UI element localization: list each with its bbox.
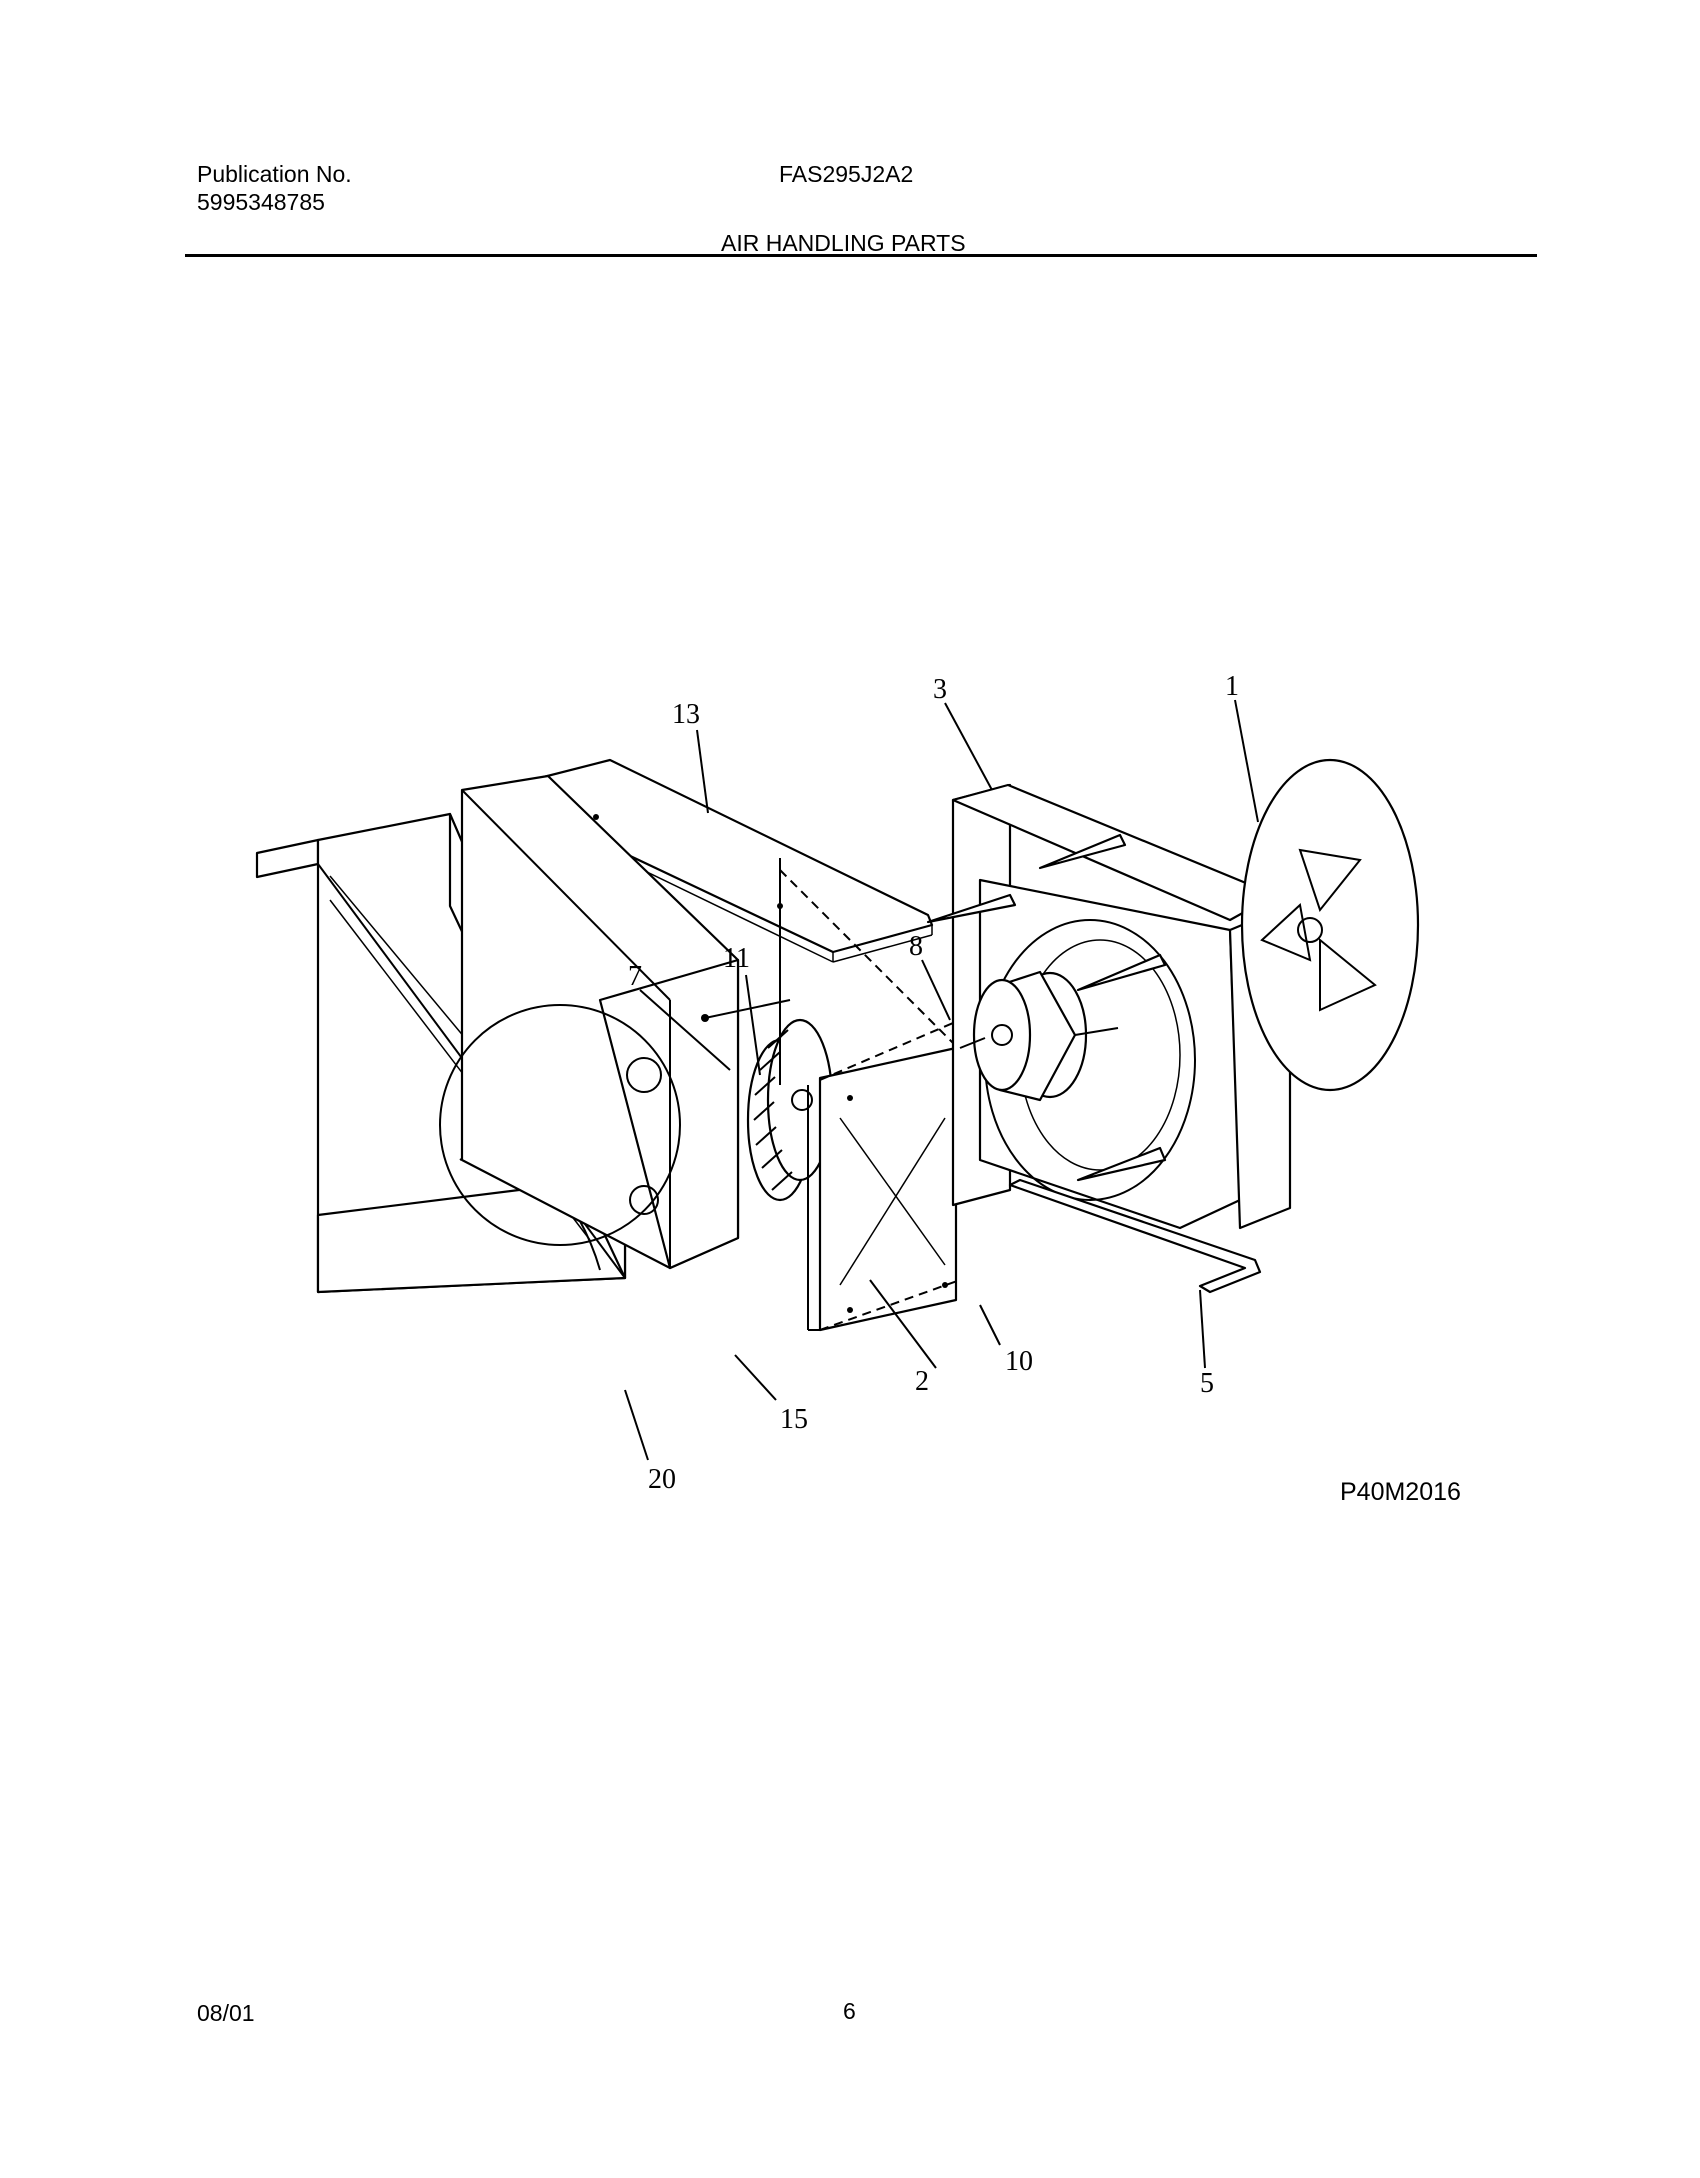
page-number: 6 bbox=[843, 1998, 856, 2024]
part-11-blower-wheel bbox=[746, 1018, 834, 1202]
callout-5: 5 bbox=[1200, 1368, 1214, 1399]
publication-label: Publication No. bbox=[197, 161, 352, 187]
part-1-condenser-fan bbox=[1240, 758, 1420, 1092]
callout-7: 7 bbox=[628, 961, 642, 992]
footer-date: 08/01 bbox=[197, 2000, 255, 2026]
section-title: AIR HANDLING PARTS bbox=[721, 230, 966, 256]
part-15-blower-housing bbox=[439, 774, 740, 1270]
part-5-bracket-rod bbox=[1008, 1178, 1262, 1294]
callout-8: 8 bbox=[909, 931, 923, 962]
callout-11: 11 bbox=[723, 943, 750, 974]
callout-2: 2 bbox=[915, 1366, 929, 1397]
model-number: FAS295J2A2 bbox=[779, 161, 914, 187]
figure-id: P40M2016 bbox=[1340, 1478, 1461, 1506]
callout-10: 10 bbox=[1005, 1346, 1033, 1377]
callout-3: 3 bbox=[933, 674, 947, 705]
part-10-partition-plate bbox=[779, 858, 961, 1332]
callout-1: 1 bbox=[1225, 671, 1239, 702]
header-rule bbox=[185, 254, 1537, 257]
part-7-screw bbox=[701, 999, 791, 1022]
callout-15: 15 bbox=[780, 1404, 808, 1435]
part-8-fan-motor bbox=[959, 970, 1119, 1102]
publication-number: 5995348785 bbox=[197, 189, 325, 215]
callout-13: 13 bbox=[672, 699, 700, 730]
leader-lines bbox=[624, 699, 1259, 1461]
callout-20: 20 bbox=[648, 1464, 676, 1495]
